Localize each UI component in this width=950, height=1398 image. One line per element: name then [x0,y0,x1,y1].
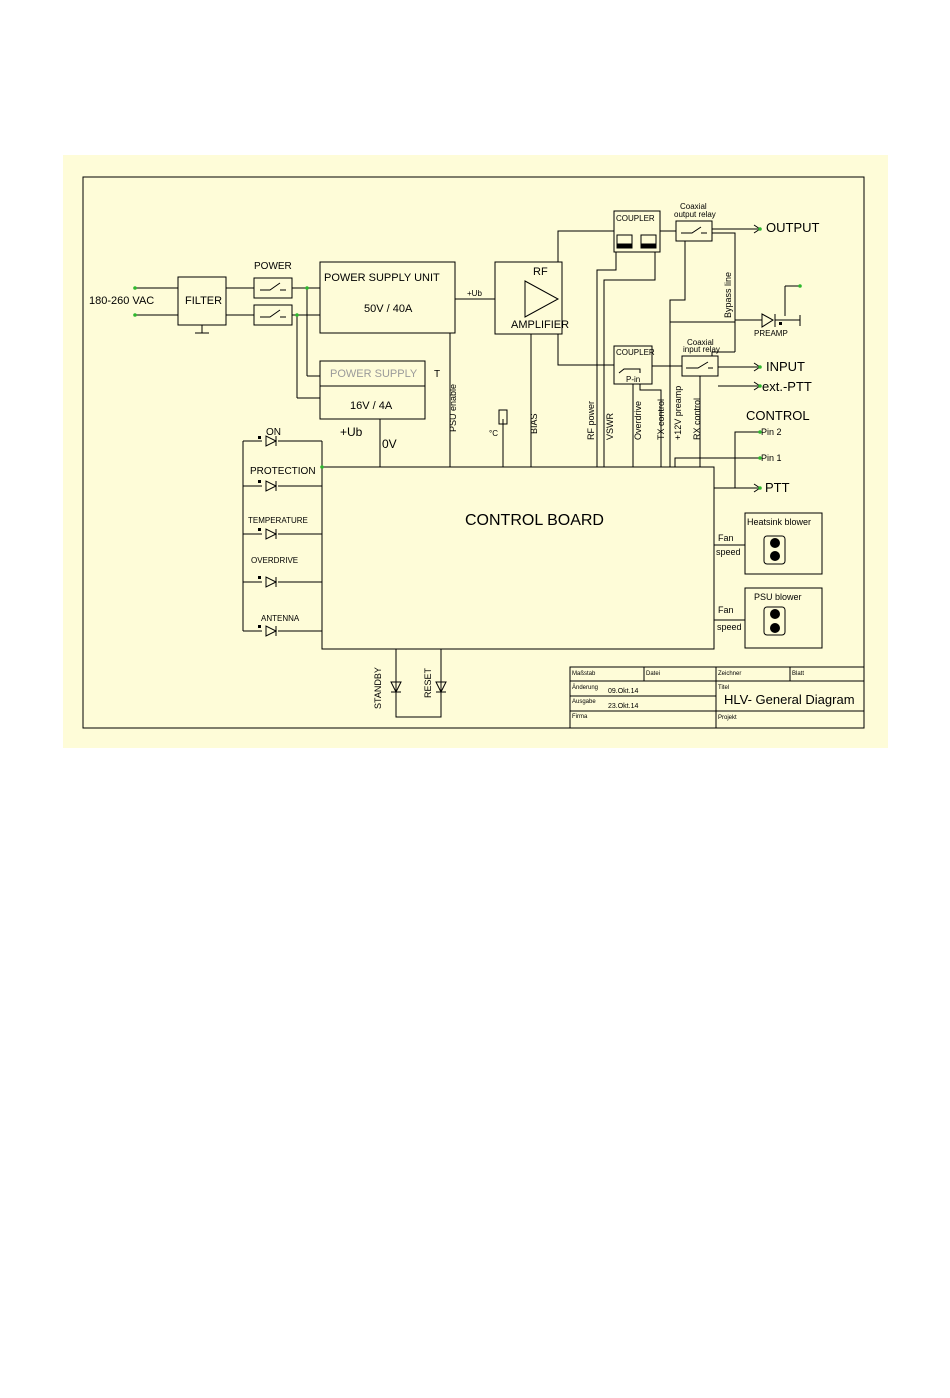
small-psu-box [319,360,426,420]
small-psu-t: T [434,369,440,380]
standby-label: STANDBY [373,667,383,709]
plus-ub-label: +Ub [340,425,363,439]
pin1-label: Pin 1 [761,453,782,463]
title-block-aenderung-date: 09.Okt.14 [608,688,638,695]
tx-control-label: TX control [656,399,666,440]
psu-blower-label: PSU blower [754,592,802,602]
small-psu-rating: 16V / 4A [350,400,393,412]
output-relay [675,220,713,242]
title-block-massstab: Maßstab [572,671,596,677]
input-voltage-label: 180-260 VAC [89,295,154,307]
led-on-label: ON [266,427,281,438]
coupler-bottom-label: COUPLER [616,348,655,357]
psu-rating: 50V / 40A [364,303,413,315]
preamp-label: PREAMP [754,329,788,338]
fan-label-1: Fan [718,533,734,543]
rf-label: RF [533,266,548,278]
title-block-aenderung: Änderung [572,684,598,691]
reset-label: RESET [423,667,433,698]
control-board-box [321,466,715,650]
preamp-12v-label: +12V preamp [673,386,683,440]
ptt-label: PTT [765,480,790,495]
control-label: CONTROL [746,408,810,423]
coax-out-label-1: Coaxial [680,202,707,211]
coax-in-label-2: input relay [683,345,720,354]
pin2-label: Pin 2 [761,427,782,437]
heatsink-blower-box [744,512,823,575]
overdrive-signal-label: Overdrive [633,401,643,440]
input-label: INPUT [766,359,805,374]
title-block-projekt: Projekt [718,715,737,721]
title-block-datei: Datei [646,671,660,677]
diagram-frame [82,176,865,729]
vswr-label: VSWR [605,412,615,440]
zero-v-label: 0V [382,437,397,451]
rf-power-label: RF power [586,401,596,440]
title-block-ausgabe-date: 23.Okt.14 [608,703,638,710]
diagram-background [63,155,888,748]
heatsink-blower-label: Heatsink blower [747,517,811,527]
title-block-ausgabe: Ausgabe [572,699,596,705]
title-block-firma: Firma [572,714,588,720]
filter-label: FILTER [185,295,222,307]
pin-label: P-in [626,375,640,384]
speed-label-2: speed [717,622,742,632]
power-label: POWER [254,261,292,272]
control-board-label: CONTROL BOARD [465,512,604,529]
output-label: OUTPUT [766,220,820,235]
ext-ptt-label: ext.-PTT [762,379,812,394]
led-temperature-label: TEMPERATURE [248,516,308,525]
coax-out-label-2: output relay [674,210,716,219]
speed-label-1: speed [716,547,741,557]
ub-label: +Ub [467,289,482,298]
coax-in-label-1: Coaxial [687,338,714,347]
coupler-top-label: COUPLER [616,214,655,223]
rx-control-label: RX control [692,398,702,440]
fan-label-2: Fan [718,605,734,615]
psu-title: POWER SUPPLY UNIT [324,272,440,284]
rf-amplifier-box [494,261,563,335]
title-block [569,666,865,729]
title-block-title: HLV- General Diagram [724,692,855,707]
led-antenna-label: ANTENNA [261,614,300,623]
psu-box [319,261,456,334]
led-protection-label: PROTECTION [250,466,316,477]
bias-label: BIAS [529,413,539,434]
psu-enable-label: PSU enable [448,384,458,432]
title-block-zeichner: Zeichner [718,671,741,677]
amplifier-label: AMPLIFIER [511,319,569,331]
bypass-label: Bypass line [723,272,733,318]
led-overdrive-label: OVERDRIVE [251,556,298,565]
title-block-titel: Titel [718,685,729,691]
title-block-blatt: Blatt [792,671,804,677]
filter-box [177,276,227,326]
small-psu-title: POWER SUPPLY [330,368,418,380]
psu-blower-box [744,587,823,649]
temp-unit-label: °C [489,429,498,438]
